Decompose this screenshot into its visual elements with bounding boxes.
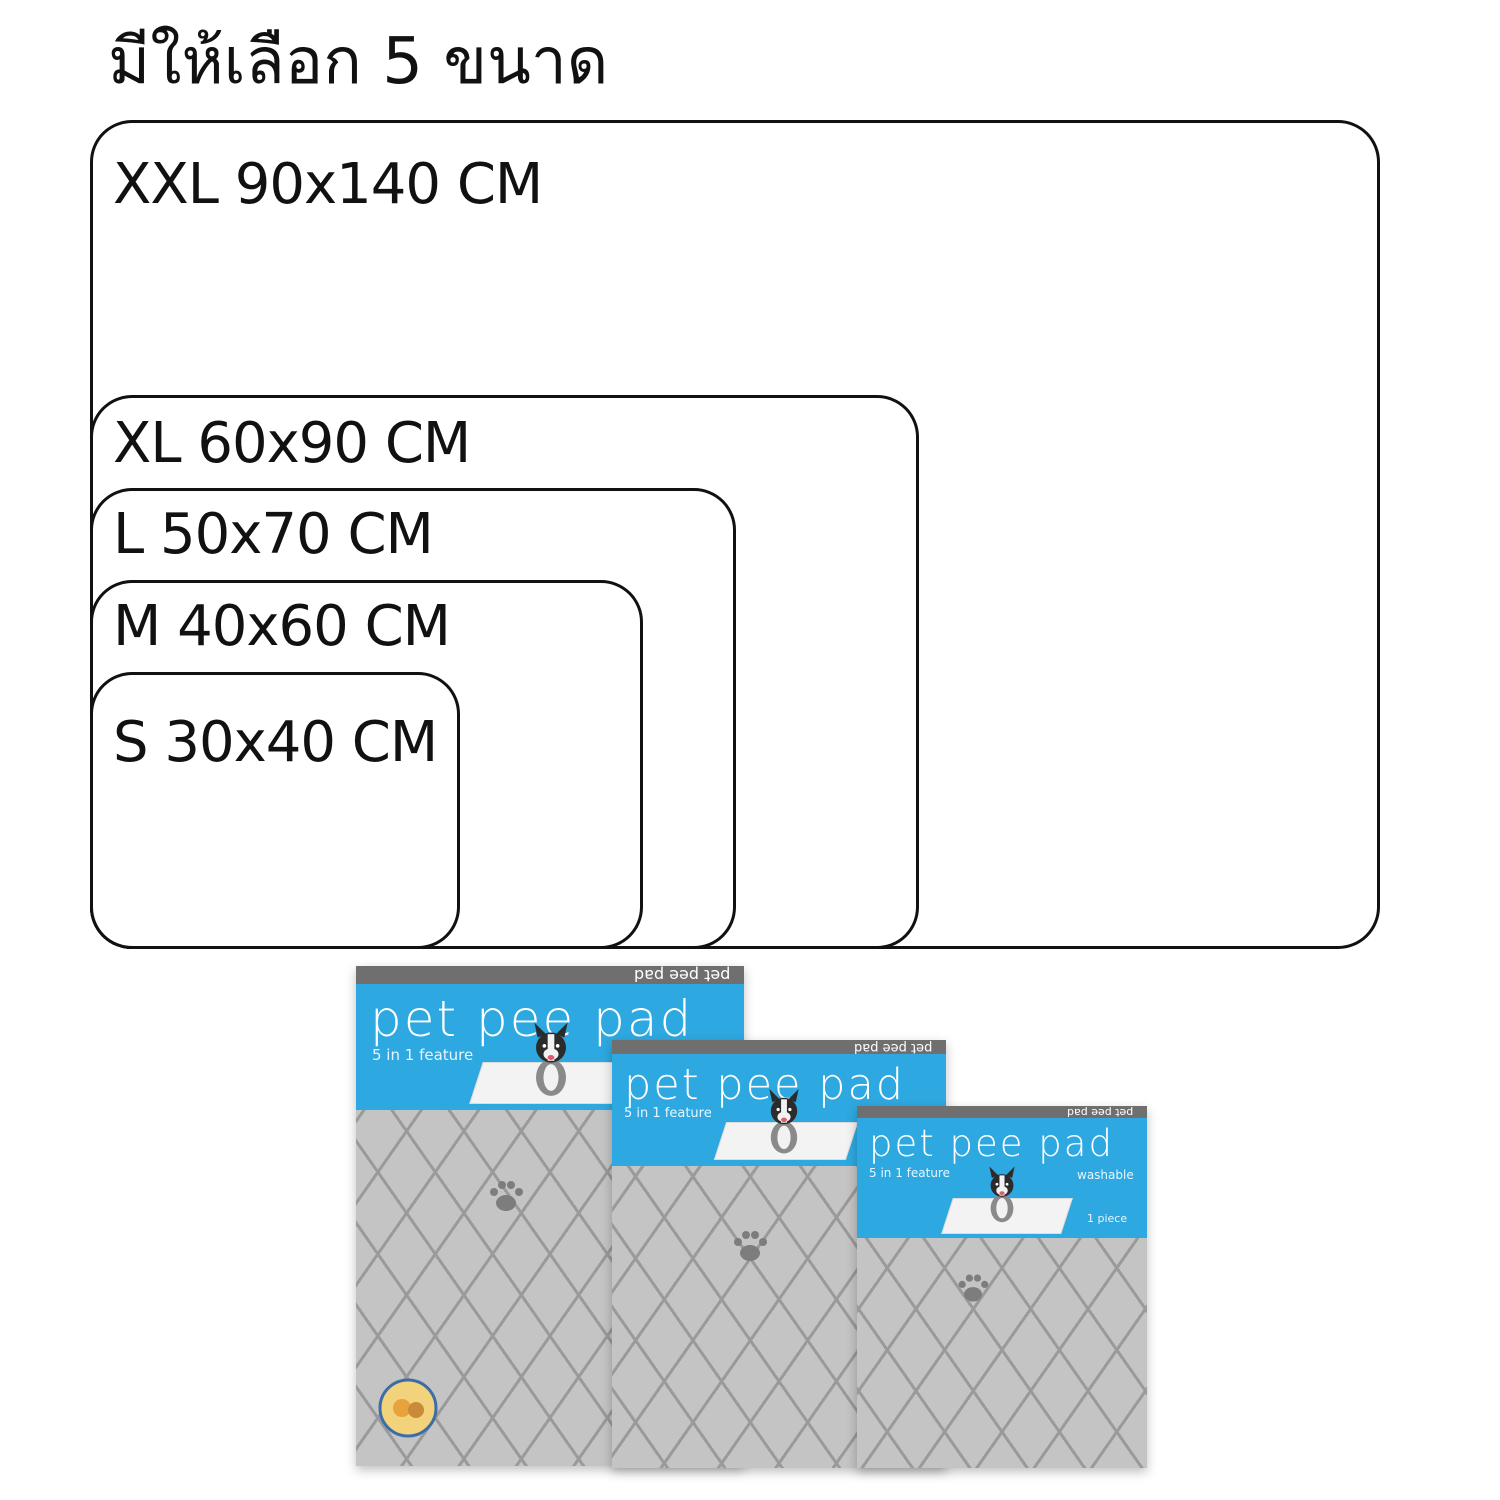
size-label-m: M 40x60 CM [113, 594, 451, 659]
package-top-strip: pet pee pad [612, 1040, 946, 1055]
package-quilt [857, 1238, 1147, 1468]
size-label-s: S 30x40 CM [113, 710, 438, 775]
package-brand: pet pee pad [624, 1060, 906, 1110]
package-brand: pet pee pad [370, 990, 694, 1048]
paw-icon [734, 1231, 767, 1261]
package-feature: 5 in 1 feature [869, 1166, 950, 1180]
package-top-strip: pet pee pad [356, 966, 744, 985]
size-label-xxl: XXL 90x140 CM [113, 152, 543, 217]
package-small: pet pee pad pet pee pad 5 in 1 feature w… [857, 1106, 1147, 1468]
brand-logo-icon [378, 1378, 438, 1438]
package-feature: 5 in 1 feature [372, 1046, 474, 1064]
dog-icon [534, 1022, 568, 1096]
package-count: 1 piece [1087, 1212, 1128, 1225]
headline: มีให้เลือก 5 ขนาด [108, 25, 609, 99]
paw-icon [958, 1274, 989, 1302]
dog-icon [989, 1166, 1015, 1223]
package-washable: washable [1077, 1168, 1134, 1182]
package-feature: 5 in 1 feature [624, 1106, 712, 1121]
dog-icon [769, 1089, 799, 1154]
size-label-l: L 50x70 CM [113, 502, 434, 567]
paw-icon [490, 1181, 523, 1211]
size-box-s: S 30x40 CM [90, 672, 460, 949]
package-top-strip: pet pee pad [857, 1106, 1147, 1119]
package-brand: pet pee pad [869, 1122, 1114, 1165]
size-label-xl: XL 60x90 CM [113, 411, 471, 476]
